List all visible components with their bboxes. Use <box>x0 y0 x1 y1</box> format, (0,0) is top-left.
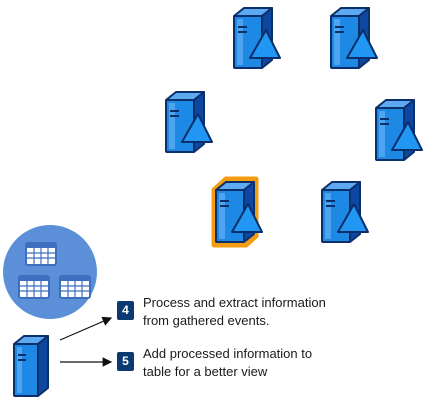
table-circle <box>3 225 97 319</box>
table-group <box>3 225 97 319</box>
server-icon <box>330 7 378 69</box>
server-icon <box>321 181 369 243</box>
selected-server-icon <box>211 176 263 248</box>
step-5-line1: Add processed information to <box>143 346 313 361</box>
server-icon <box>233 7 281 69</box>
step-4-line1: Process and extract information <box>143 295 326 310</box>
step-4-badge: 4 <box>117 301 134 320</box>
server-icon <box>375 99 423 161</box>
step-5-line2: table for a better view <box>143 364 268 379</box>
server-icon <box>165 91 213 153</box>
table-icon <box>25 242 57 266</box>
step-5-text: Add processed information to table for a… <box>143 345 312 381</box>
table-icon <box>59 275 91 299</box>
table-icon <box>18 275 50 299</box>
processing-server-icon <box>13 335 49 397</box>
arrow-icon <box>59 316 113 341</box>
step-4-text: Process and extract information from gat… <box>143 294 326 330</box>
step-5-badge: 5 <box>117 352 134 371</box>
step-4-line2: from gathered events. <box>143 313 270 328</box>
